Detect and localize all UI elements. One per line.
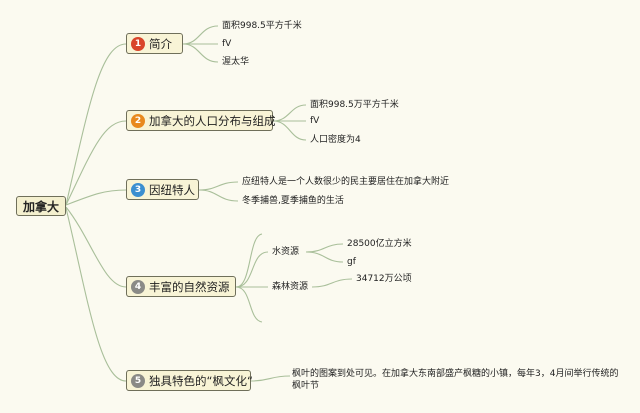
topic-node-3[interactable]: 3 因纽特人	[126, 179, 199, 200]
topic-node-2[interactable]: 2 加拿大的人口分布与组成	[126, 110, 276, 131]
connector-water-child-1	[305, 243, 344, 253]
connector-water-child-2	[305, 251, 344, 263]
topic-1-leaf-1: 面积998.5平方千米	[222, 21, 302, 31]
connector-forest-child-1	[311, 278, 353, 288]
connector-topic-2-child-3	[272, 120, 307, 141]
topic-node-5[interactable]: 5 独具特色的“枫文化“	[126, 370, 253, 391]
number-4-badge-icon: 4	[131, 279, 145, 294]
water-leaf-1: 28500亿立方米	[347, 239, 412, 249]
connector-root-topic-5	[65, 207, 127, 382]
topic-1-leaf-2: fV	[222, 39, 232, 49]
topic-1-leaf-3: 渥太华	[222, 57, 250, 67]
connector-topic-3-child-1	[198, 181, 239, 191]
topic-2-leaf-2: fV	[310, 116, 320, 126]
connector-topic-4-empty-2	[235, 286, 263, 323]
connector-topic-1-child-1	[182, 25, 219, 45]
topic-label-3: 因纽特人	[149, 182, 195, 197]
connector-root-topic-4	[65, 206, 127, 288]
connector-root-topic-2	[65, 120, 127, 206]
topic-2-leaf-3: 人口密度为4	[310, 135, 361, 145]
connector-topic-3-child-2	[198, 189, 239, 202]
topic-label-5: 独具特色的“枫文化“	[149, 373, 253, 388]
connector-root-topic-3	[65, 189, 127, 206]
forest-leaf-1: 34712万公顷	[356, 274, 412, 284]
number-3-badge-icon: 3	[131, 182, 145, 197]
number-2-badge-icon: 2	[131, 113, 145, 128]
root-node[interactable]: 加拿大	[16, 196, 66, 216]
topic-3-leaf-1: 应纽特人是一个人数很少的民主要居住在加拿大附近	[242, 177, 450, 187]
topic-node-1[interactable]: 1 简介	[126, 33, 183, 54]
connector-root-topic-1	[65, 43, 127, 206]
topic-label-4: 丰富的自然资源	[149, 279, 230, 294]
topic-node-4[interactable]: 4 丰富的自然资源	[126, 276, 236, 297]
topic-label-2: 加拿大的人口分布与组成	[149, 113, 276, 128]
topic-4-leaf-forest: 森林资源	[272, 282, 309, 292]
water-leaf-2: gf	[347, 257, 356, 267]
connector-topic-4-child-1	[235, 251, 269, 288]
topic-label-1: 简介	[149, 36, 172, 51]
number-5-badge-icon: 5	[131, 373, 145, 388]
connector-topic-1-child-3	[182, 43, 219, 63]
topic-5-leaf-1: 枫叶的图案到处可见。在加拿大东南部盛产枫糖的小镇，每年3，4月间举行传统的枫叶节	[292, 369, 619, 391]
root-label: 加拿大	[22, 199, 59, 214]
topic-2-leaf-1: 面积998.5万平方千米	[310, 100, 399, 110]
connector-topic-4-empty-1	[235, 233, 263, 288]
topic-4-leaf-water: 水资源	[272, 247, 300, 257]
number-1-badge-icon: 1	[131, 36, 145, 51]
topic-3-leaf-2: 冬季捕兽,夏季捕鱼的生活	[242, 196, 344, 206]
connector-topic-5-child-1	[250, 375, 291, 382]
